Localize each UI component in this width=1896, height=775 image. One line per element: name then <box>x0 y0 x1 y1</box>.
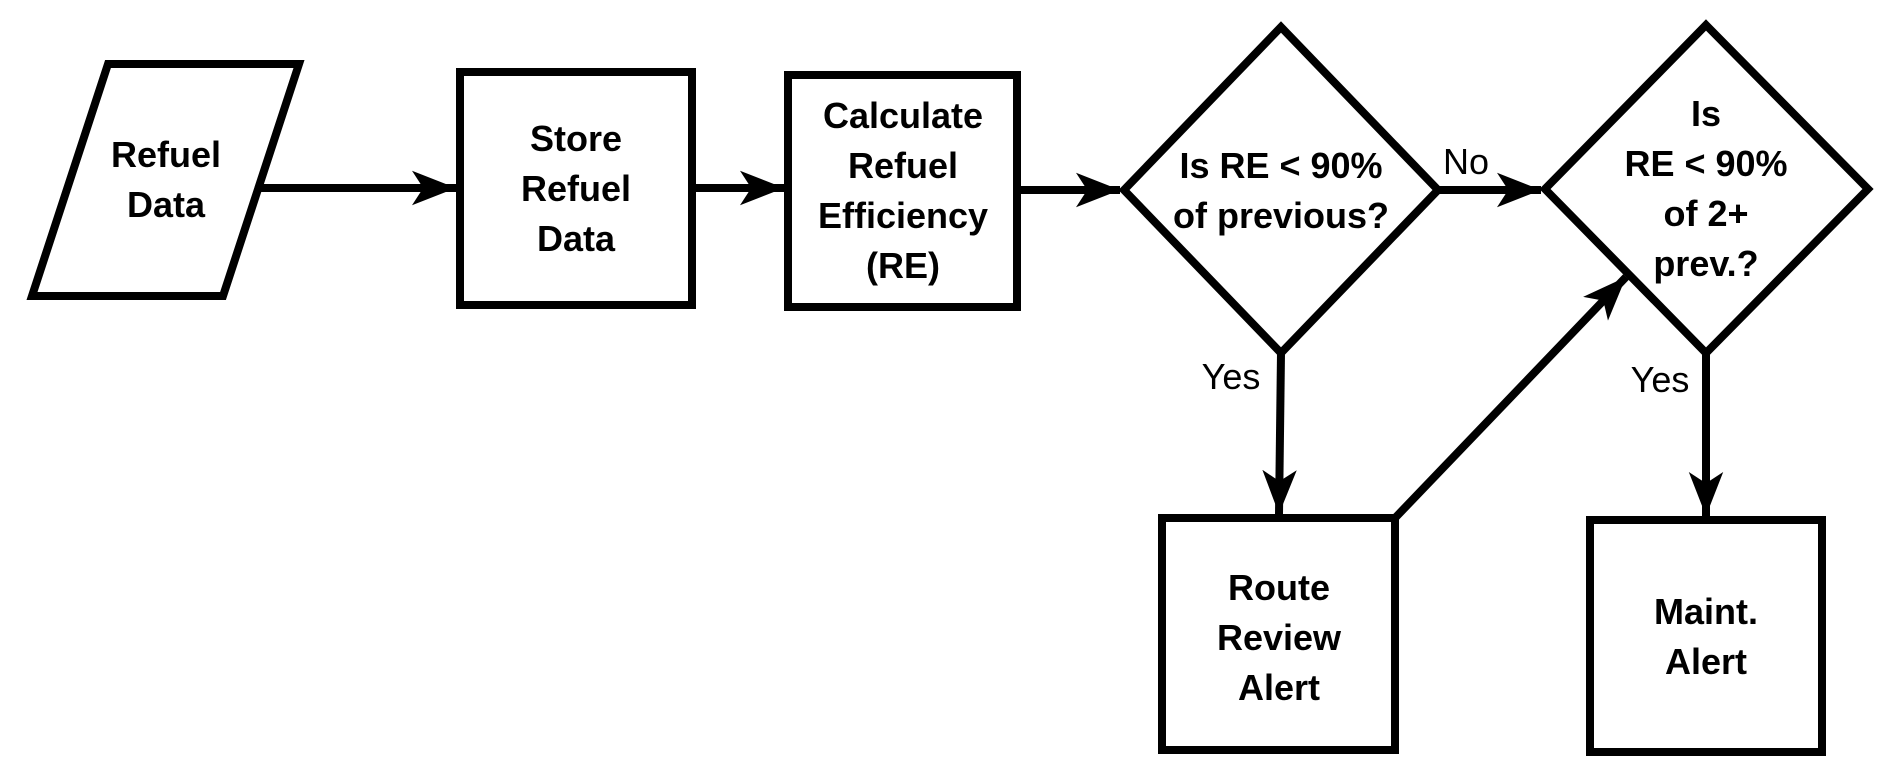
decision-previous-label: Is RE < 90% of previous? <box>1172 145 1390 236</box>
route-review-alert-box <box>1158 514 1399 754</box>
yes-route-review-label: Yes <box>1201 356 1261 397</box>
route-review-alert-label: Route Review Alert <box>1216 567 1342 708</box>
edge-route-review-to-second-decision-arrow <box>1392 274 1629 521</box>
refuel-data-parallelogram <box>26 60 305 300</box>
decision-two-prev-label: Is RE < 90% of 2+ prev.? <box>1624 93 1788 284</box>
store-refuel-data-label: Store Refuel Data <box>520 118 632 259</box>
maint-alert-box <box>1586 516 1826 756</box>
maint-alert-label: Maint. Alert <box>1654 591 1758 682</box>
refuel-data-label: Refuel Data <box>110 134 222 225</box>
edge-yes-to-route-review-arrow <box>1262 352 1297 515</box>
calculate-re-box <box>784 71 1021 311</box>
no-branch-label: No <box>1442 141 1490 182</box>
yes-maint-label: Yes <box>1630 359 1690 400</box>
calculate-re-label: Calculate Refuel Efficiency (RE) <box>817 95 989 286</box>
